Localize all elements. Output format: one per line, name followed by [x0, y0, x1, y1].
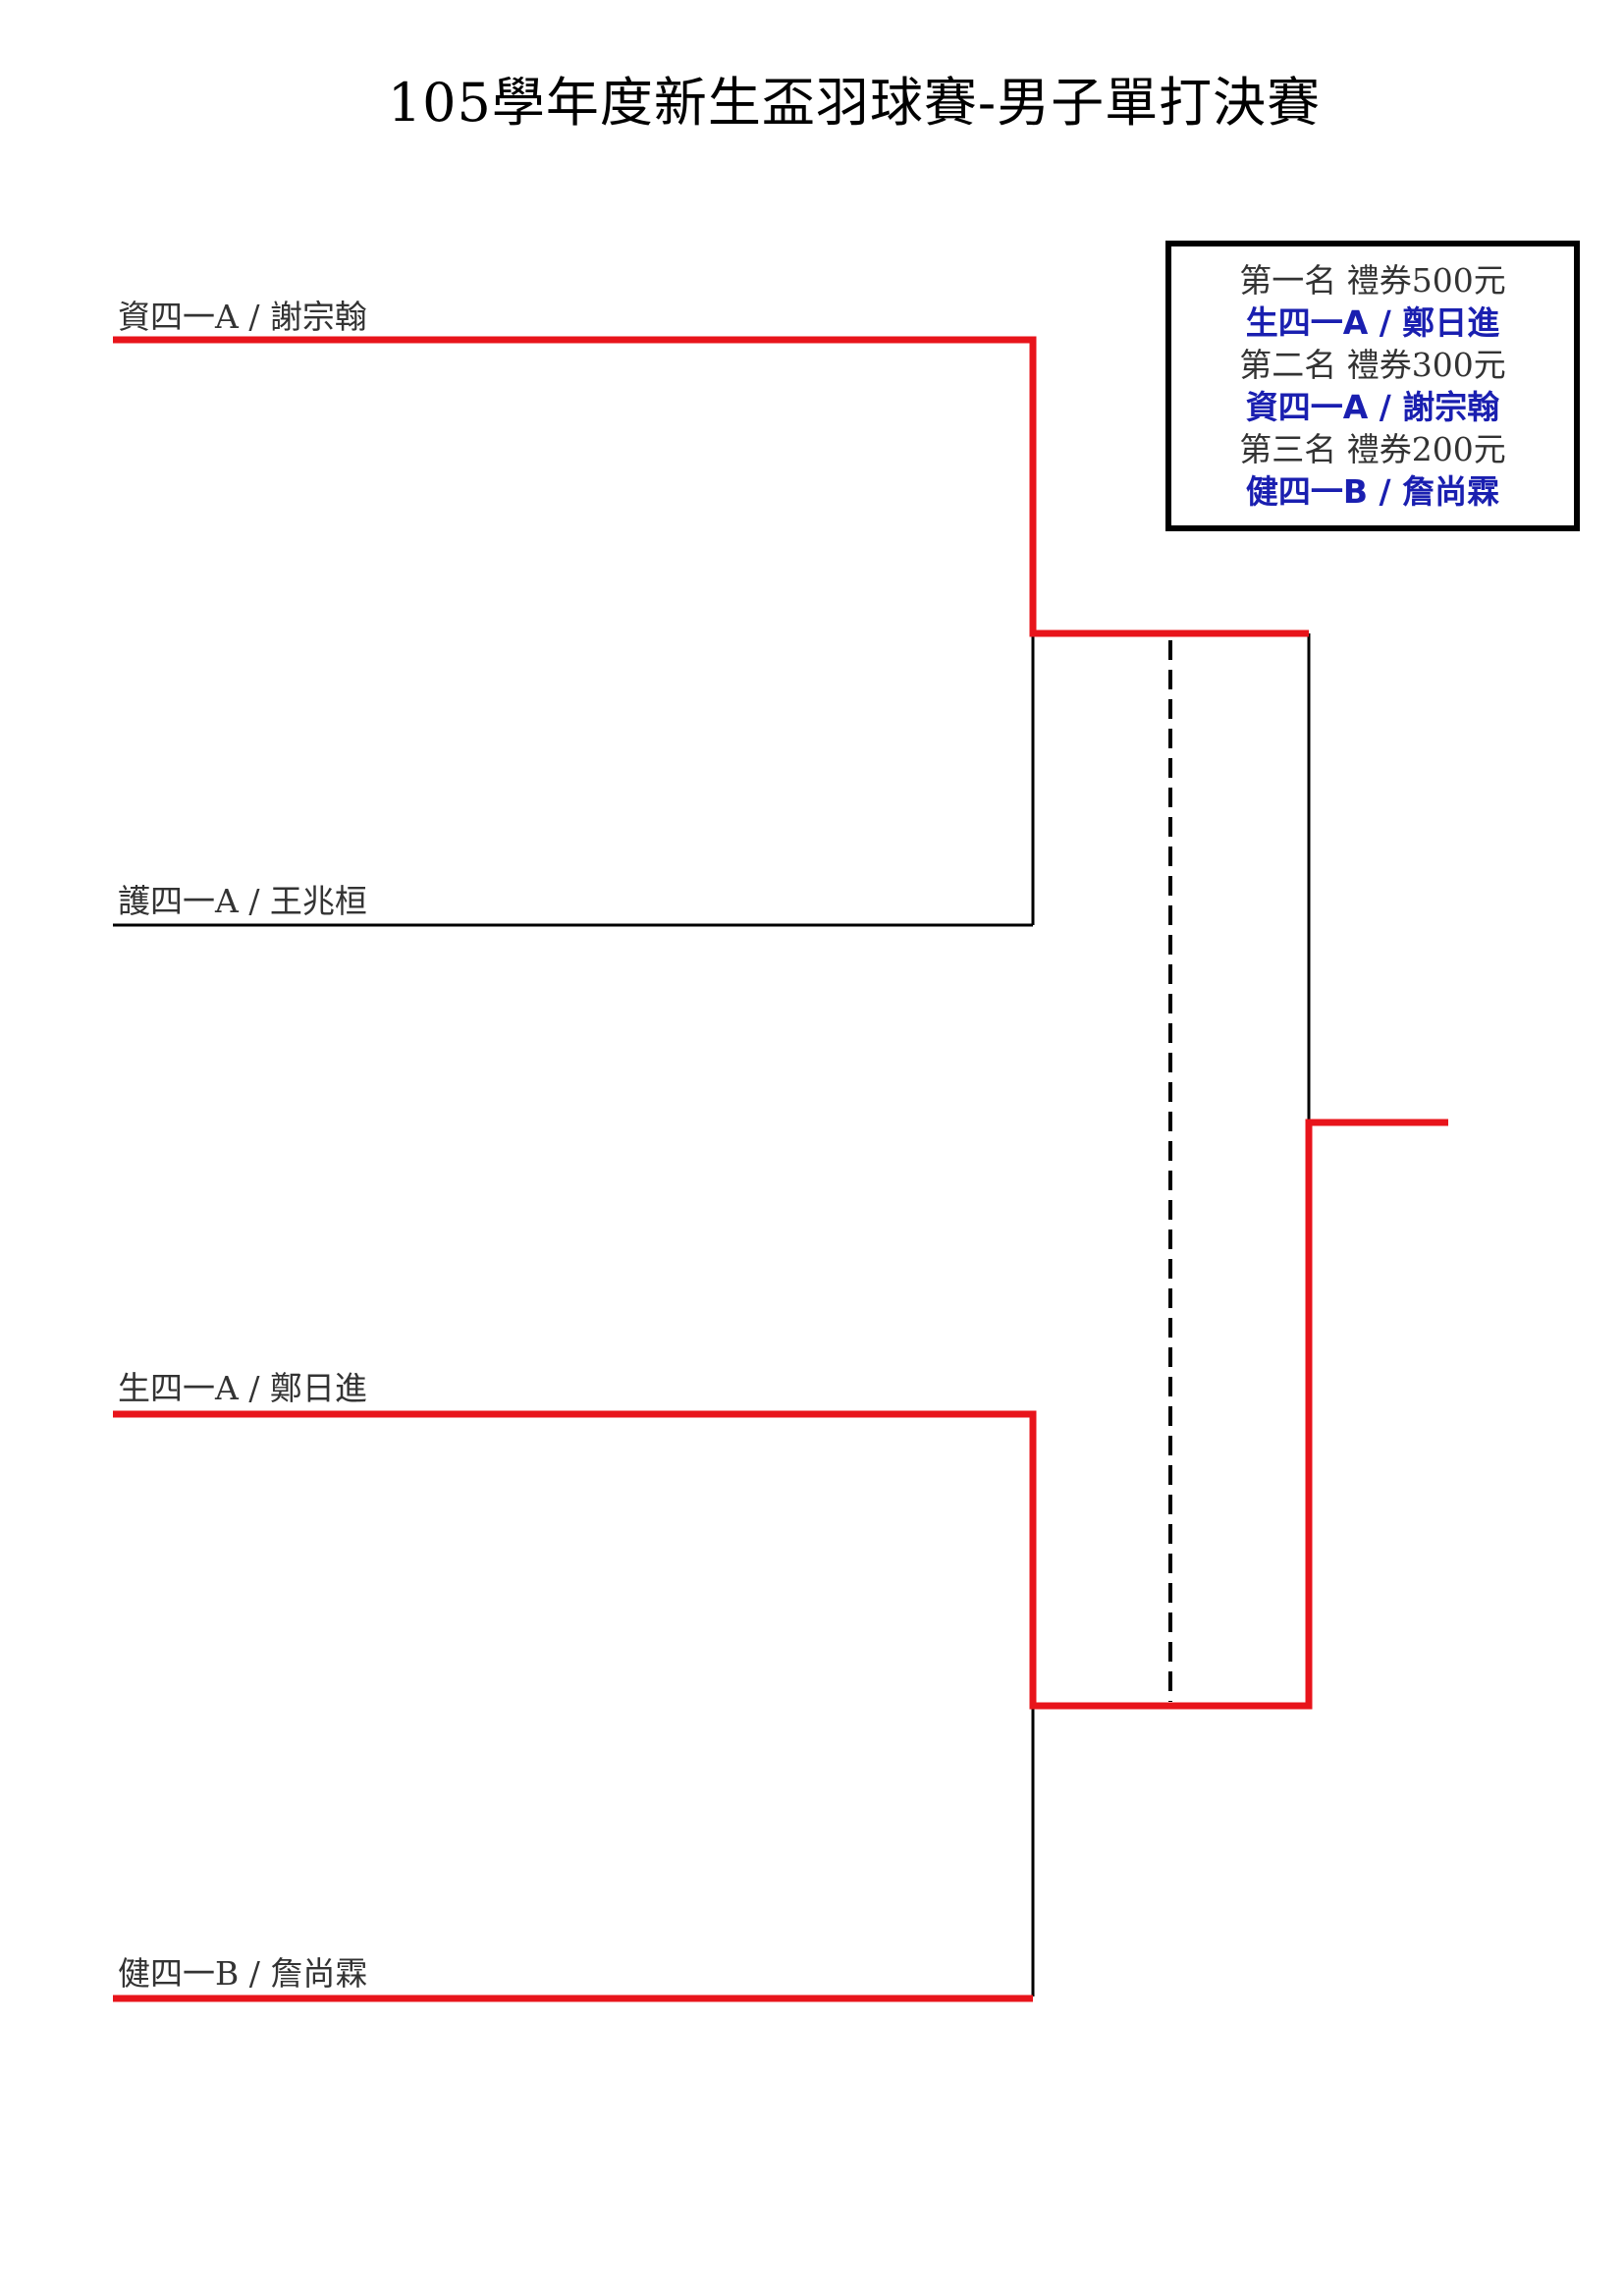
- player-label-2: 護四一A / 王兆桓: [118, 882, 367, 920]
- player-label-4: 健四一B / 詹尚霖: [118, 1954, 368, 1993]
- prize-winner-2: 資四一A / 謝宗翰: [1245, 388, 1500, 426]
- prize-winner-3: 健四一B / 詹尚霖: [1245, 472, 1500, 511]
- winner-path-player-3: [113, 1119, 1448, 1710]
- winner-path-player-1: [113, 336, 1309, 637]
- winner-paths: [113, 336, 1448, 2002]
- prize-winner-1: 生四一A / 鄭日進: [1245, 303, 1500, 342]
- prize-rank-2: 第二名 禮券300元: [1239, 346, 1506, 384]
- bracket-base-lines: [113, 633, 1311, 1996]
- page-title: 105學年度新生盃羽球賽-男子單打決賽: [387, 72, 1322, 134]
- player-label-3: 生四一A / 鄭日進: [118, 1369, 367, 1407]
- prize-rank-1: 第一名 禮券500元: [1239, 261, 1506, 300]
- prize-box: 第一名 禮券500元 生四一A / 鄭日進 第二名 禮券300元 資四一A / …: [1165, 241, 1580, 531]
- player-label-1: 資四一A / 謝宗翰: [118, 298, 367, 336]
- prize-rank-3: 第三名 禮券200元: [1239, 430, 1506, 468]
